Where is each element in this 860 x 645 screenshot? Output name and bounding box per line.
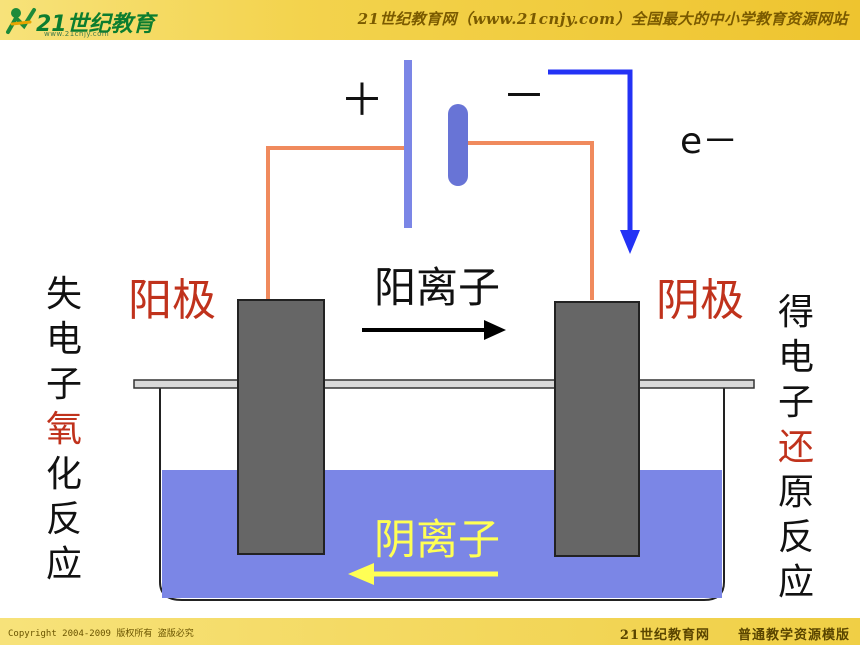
- negative-sign: －: [502, 71, 546, 122]
- oxidation-char: 反: [45, 499, 82, 540]
- reduction-char: 原: [777, 472, 814, 513]
- oxidation-char: 失: [45, 274, 82, 315]
- beaker-rim: [133, 379, 755, 389]
- reduction-char: 电: [777, 337, 814, 378]
- battery-short-plate: [448, 104, 468, 186]
- logo-text: 21世纪教育: [36, 12, 155, 37]
- site-title: 21世纪教育网（www.21cnjy.com）全国最大的中小学教育资源网站: [357, 10, 848, 28]
- cathode-wire: [464, 141, 594, 300]
- battery-long-plate: [404, 60, 412, 228]
- logo-icon: [6, 8, 36, 34]
- anode-electrode: [237, 299, 325, 555]
- cation-label: 阳离子: [374, 263, 501, 312]
- oxidation-char: 氧: [45, 409, 82, 450]
- reduction-char: 子: [777, 382, 814, 423]
- cathode-label: 阴极: [656, 275, 744, 326]
- anion-arrowhead: [348, 563, 374, 585]
- electron-flow-line: [548, 69, 633, 232]
- cathode-electrode: [554, 301, 640, 557]
- footer-site-text: 21世纪教育网 普通教学资源模版: [619, 628, 850, 643]
- reduction-char: 反: [777, 517, 814, 558]
- oxidation-char: 应: [45, 544, 82, 585]
- reduction-text: 得 电 子 还 原 反 应: [774, 290, 818, 605]
- copyright-text: Copyright 2004-2009 版权所有 盗版必究: [8, 629, 194, 639]
- header-bar: 21世纪教育 www.21cnjy.com 21世纪教育网（www.21cnjy…: [0, 0, 860, 40]
- reduction-char: 还: [777, 427, 814, 468]
- electron-flow-arrowhead: [620, 230, 640, 254]
- oxidation-char: 子: [45, 364, 82, 405]
- oxidation-text: 失 电 子 氧 化 反 应: [42, 272, 86, 587]
- electron-label: e－: [680, 121, 739, 162]
- anion-label: 阴离子: [374, 515, 501, 564]
- logo-subtext: www.21cnjy.com: [44, 30, 110, 38]
- positive-sign: ＋: [340, 75, 384, 126]
- oxidation-char: 电: [45, 319, 82, 360]
- reduction-char: 应: [777, 562, 814, 603]
- anode-wire: [266, 146, 408, 300]
- cation-arrowhead: [484, 320, 506, 340]
- reduction-char: 得: [777, 292, 814, 333]
- footer-bar: Copyright 2004-2009 版权所有 盗版必究 21世纪教育网 普通…: [0, 618, 860, 645]
- anode-label: 阳极: [128, 275, 216, 326]
- beaker: [159, 385, 725, 601]
- oxidation-char: 化: [45, 454, 82, 495]
